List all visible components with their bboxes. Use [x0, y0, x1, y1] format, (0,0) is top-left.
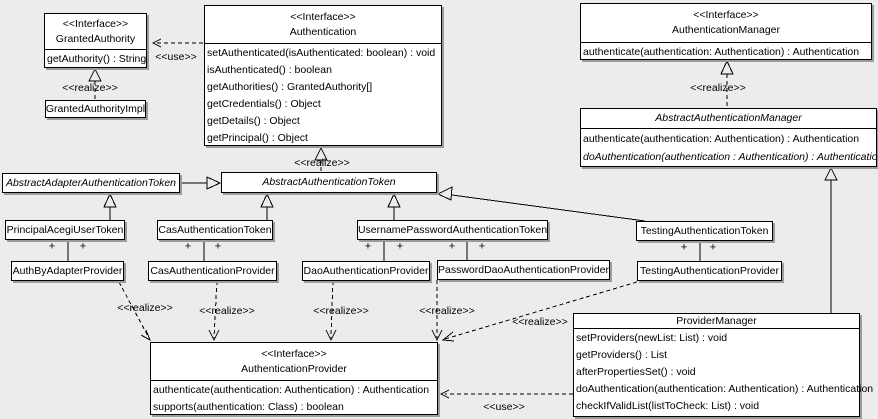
association-end-marker: + [709, 241, 717, 254]
method-label: getCredentials() : Object [207, 98, 321, 110]
method-label: supports(authentication: Class) : boolea… [153, 401, 344, 413]
class-box-cas-authentication-token: CasAuthenticationToken [157, 220, 273, 240]
realize-label: <<realize>> [117, 302, 173, 314]
realize-arrow-abstractauthenticationtoken [314, 146, 328, 172]
generalization-principalacegiusertoken [103, 192, 117, 220]
class-box-testing-authentication-token: TestingAuthenticationToken [636, 221, 773, 241]
method-label: doAuthentication(authentication: Authent… [576, 383, 874, 395]
association-end-marker: + [79, 240, 87, 253]
realize-arrow-casauthenticationprovider [208, 280, 220, 342]
class-box-authentication: <<Interface>> Authentication setAuthenti… [204, 5, 442, 146]
class-box-granted-authority: <<Interface>> GrantedAuthority getAuthor… [44, 13, 147, 68]
realize-label: <<realize>> [419, 305, 475, 317]
class-name: UsernamePasswordAuthenticationToken [357, 223, 548, 236]
realize-arrow-passworddaoauthenticationprovider [431, 280, 443, 342]
method-label: setProviders(newList: List) : void [576, 332, 728, 344]
class-box-authentication-manager: <<Interface>> AuthenticationManager auth… [580, 3, 872, 60]
class-box-granted-authority-impl: GrantedAuthorityImpl [45, 100, 146, 118]
class-name: PasswordDaoAuthenticationProvider [438, 263, 610, 276]
realize-label: <<realize>> [199, 305, 255, 317]
association-end-marker: + [48, 240, 56, 253]
class-box-provider-manager: ProviderManager setProviders(newList: Li… [573, 313, 874, 417]
class-name: CasAuthenticationProvider [150, 264, 275, 277]
use-arrow-authentication-to-grantedauthority [151, 38, 203, 48]
realize-arrow-grantedauthorityimpl [88, 67, 102, 100]
class-box-abstract-adapter-authentication-token: AbstractAdapterAuthenticationToken [2, 173, 180, 193]
class-name: AuthenticationManager [672, 24, 780, 36]
method-label: authenticate(authentication: Authenticat… [583, 46, 860, 58]
generalization-casauthenticationtoken [260, 192, 274, 220]
use-arrow-providermanager-to-authenticationprovider [439, 389, 573, 399]
use-label: <<use>> [483, 401, 525, 413]
class-box-username-password-authentication-token: UsernamePasswordAuthenticationToken [357, 220, 548, 240]
class-box-principal-acegi-user-token: PrincipalAcegiUserToken [5, 220, 125, 240]
realize-label: <<realize>> [512, 316, 568, 328]
generalization-testingauthenticationtoken [436, 186, 646, 222]
class-box-dao-authentication-provider: DaoAuthenticationProvider [302, 261, 430, 281]
realize-label: <<realize>> [313, 305, 369, 317]
association-end-marker: + [478, 240, 486, 253]
generalization-usernamepasswordtoken [387, 192, 401, 220]
realize-arrow-daoauthenticationprovider [325, 280, 337, 342]
association-end-marker: + [448, 240, 456, 253]
method-label: getDetails() : Object [207, 115, 300, 127]
use-label: <<use>> [155, 51, 197, 63]
method-label: authenticate(authentication: Authenticat… [153, 384, 430, 396]
class-name: AuthenticationProvider [241, 362, 347, 375]
method-label: doAuthentication(authentication : Authen… [583, 151, 878, 163]
class-name: TestingAuthenticationProvider [640, 264, 779, 277]
class-name: TestingAuthenticationToken [640, 224, 769, 237]
method-label: getAuthorities() : GrantedAuthority[] [207, 81, 373, 93]
class-name: GrantedAuthority [55, 32, 136, 45]
class-box-auth-by-adapter-provider: AuthByAdapterProvider [11, 261, 124, 281]
class-name: AbstractAuthenticationManager [581, 109, 876, 129]
association-end-marker: + [680, 241, 688, 254]
association-end-marker: + [396, 240, 404, 253]
stereotype-label: <<Interface>> [62, 17, 129, 30]
stereotype-label: <<Interface>> [693, 9, 759, 21]
method-label: getProviders() : List [576, 349, 668, 361]
class-name: CasAuthenticationToken [158, 223, 272, 236]
realize-arrow-testingauthenticationprovider [441, 281, 638, 342]
class-box-abstract-authentication-manager: AbstractAuthenticationManager authentica… [580, 108, 878, 167]
realize-label: <<realize>> [294, 157, 350, 169]
stereotype-label: <<Interface>> [261, 347, 327, 360]
class-name: DaoAuthenticationProvider [303, 264, 429, 277]
method-label: afterPropertiesSet() : void [576, 366, 696, 378]
realize-arrow-authbyadapterprovider [118, 281, 151, 342]
class-name: ProviderManager [574, 314, 859, 329]
realize-label: <<realize>> [690, 82, 746, 94]
method-label: getAuthority() : String [47, 53, 147, 65]
class-name: AbstractAuthenticationToken [262, 176, 396, 188]
association-end-marker: + [184, 240, 192, 253]
class-name: AbstractAdapterAuthenticationToken [5, 176, 177, 189]
class-box-authentication-provider: <<Interface>> AuthenticationProvider aut… [150, 342, 438, 415]
method-label: checkIfValidList(listToCheck: List) : vo… [576, 400, 760, 412]
class-box-cas-authentication-provider: CasAuthenticationProvider [148, 261, 277, 281]
generalization-abstractadaptertoken [180, 176, 222, 190]
class-box-testing-authentication-provider: TestingAuthenticationProvider [637, 261, 782, 281]
class-box-abstract-authentication-token: AbstractAuthenticationToken [221, 172, 437, 193]
association-end-marker: + [214, 240, 222, 253]
generalization-providermanager [824, 166, 838, 313]
realize-arrow-abstractauthenticationmanager [720, 59, 734, 108]
realize-label: <<realize>> [62, 82, 118, 94]
class-name: AuthByAdapterProvider [12, 264, 123, 277]
method-label: authenticate(authentication: Authenticat… [583, 133, 860, 145]
stereotype-label: <<Interface>> [290, 10, 356, 23]
method-label: setAuthenticated(isAuthenticated: boolea… [207, 47, 436, 59]
method-label: isAuthenticated() : boolean [207, 64, 332, 76]
association-end-marker: + [364, 240, 372, 253]
class-name: GrantedAuthorityImpl [45, 102, 146, 115]
class-name: PrincipalAcegiUserToken [6, 223, 124, 236]
class-box-password-dao-authentication-provider: PasswordDaoAuthenticationProvider [437, 260, 610, 280]
method-label: getPrincipal() : Object [207, 132, 308, 144]
class-name: Authentication [289, 25, 357, 38]
